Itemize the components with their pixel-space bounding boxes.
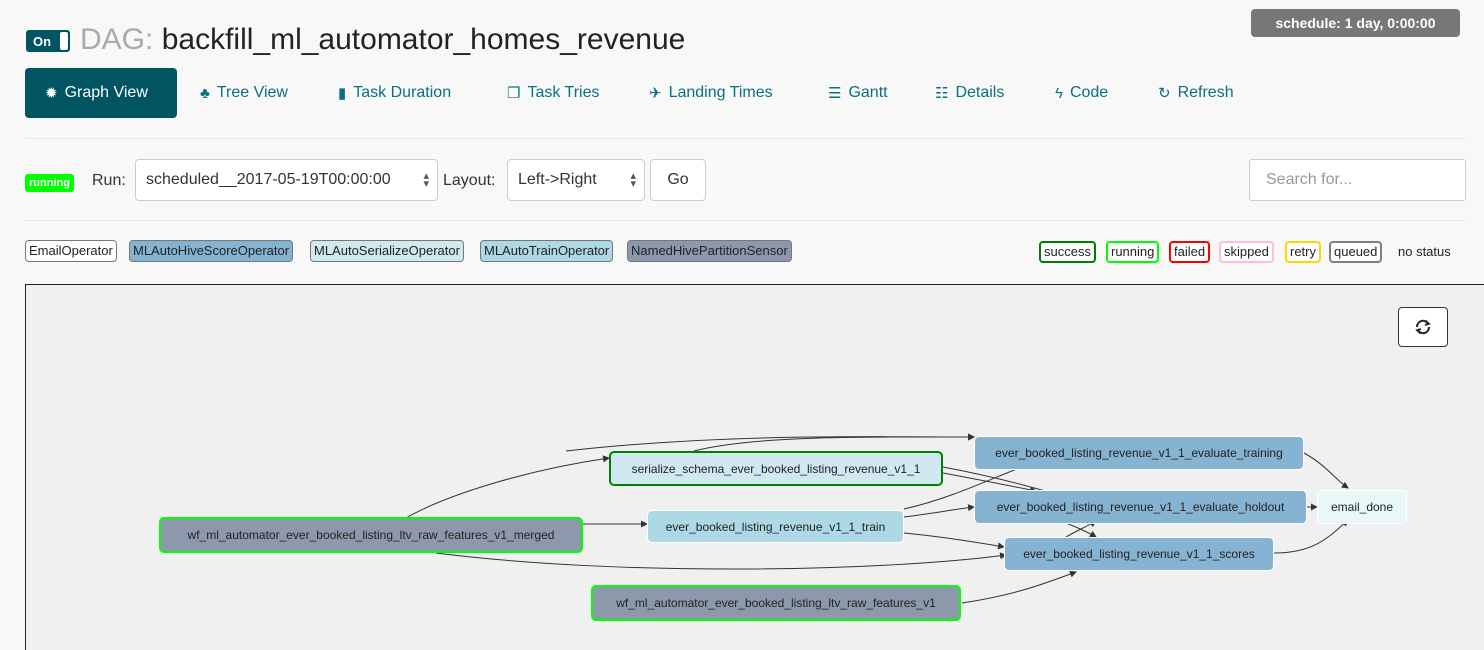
dag-toggle[interactable]: On — [26, 30, 70, 52]
state-badge-skipped: skipped — [1219, 241, 1274, 263]
graph-node-raw-features-merged[interactable]: wf_ml_automator_ever_booked_listing_ltv_… — [159, 517, 583, 553]
edge — [1273, 519, 1349, 554]
tab-details[interactable]: ☷ Details — [935, 68, 1004, 118]
tab-label: Details — [955, 84, 1005, 101]
refresh-icon — [1415, 319, 1431, 335]
select-arrows-icon: ▴▾ — [423, 170, 429, 190]
tab-label: Task Duration — [353, 84, 452, 101]
tab-label: Task Tries — [527, 84, 600, 101]
graph-node-email-done[interactable]: email_done — [1317, 490, 1407, 524]
operator-badge: MLAutoHiveScoreOperator — [129, 240, 294, 262]
edge — [903, 532, 1005, 550]
tab-label: Landing Times — [668, 84, 773, 101]
divider — [25, 138, 1466, 139]
run-select-value: scheduled__2017-05-19T00:00:00 — [146, 171, 391, 188]
dag-name: backfill_ml_automator_homes_revenue — [161, 23, 686, 56]
tab-label: Graph View — [64, 84, 148, 101]
toggle-knob[interactable] — [60, 32, 68, 50]
edge — [942, 472, 1037, 494]
dag-graph-canvas[interactable]: serialize_schema_ever_booked_listing_rev… — [25, 284, 1484, 650]
state-badge-running: running — [1106, 241, 1160, 263]
tree-icon: ♣ — [200, 84, 210, 102]
graph-edges — [405, 433, 1349, 604]
graph-node-train[interactable]: ever_booked_listing_revenue_v1_1_train — [647, 510, 904, 543]
edge — [961, 570, 1077, 604]
layout-label: Layout: — [443, 172, 496, 189]
toggle-label: On — [33, 33, 52, 49]
tab-gantt[interactable]: ☰ Gantt — [828, 68, 888, 118]
state-badge-queued: queued — [1329, 241, 1383, 263]
dag-prefix: DAG: — [80, 23, 154, 56]
asterisk-icon: ✹ — [45, 85, 58, 102]
tab-code[interactable]: ϟ Code — [1055, 68, 1108, 118]
graph-node-scores[interactable]: ever_booked_listing_revenue_v1_1_scores — [1004, 537, 1274, 571]
edge — [435, 552, 1007, 570]
tab-graph-view[interactable]: ✹ Graph View — [25, 68, 177, 118]
tab-task-duration[interactable]: ▮ Task Duration — [338, 68, 451, 118]
operator-badge: MLAutoTrainOperator — [480, 240, 614, 262]
graph-node-raw-features[interactable]: wf_ml_automator_ever_booked_listing_ltv_… — [591, 585, 961, 621]
graph-refresh-button[interactable] — [1398, 307, 1448, 347]
tab-landing-times[interactable]: ✈ Landing Times — [649, 68, 773, 118]
edge — [1303, 452, 1349, 489]
go-button[interactable]: Go — [650, 159, 706, 201]
edge — [565, 433, 975, 452]
layout-select-value: Left->Right — [518, 171, 597, 188]
graph-node-evaluate-holdout[interactable]: ever_booked_listing_revenue_v1_1_evaluat… — [974, 490, 1307, 524]
tab-task-tries[interactable]: ❐ Task Tries — [507, 68, 599, 118]
edge — [903, 504, 975, 518]
tab-label: Tree View — [216, 84, 288, 101]
operator-badge: MLAutoSerializeOperator — [310, 240, 464, 262]
edge — [405, 455, 610, 519]
tab-tree-view[interactable]: ♣ Tree View — [200, 68, 288, 118]
run-label: Run: — [92, 172, 126, 189]
layout-select[interactable]: Left->Right ▴▾ — [507, 159, 645, 201]
search-input[interactable] — [1249, 159, 1466, 201]
flash-icon: ϟ — [1055, 84, 1063, 102]
run-state-badge: running — [25, 174, 74, 192]
duplicate-icon: ❐ — [507, 85, 521, 102]
no-status-label: no status — [1398, 244, 1451, 259]
page-title: DAG: backfill_ml_automator_homes_revenue — [80, 22, 685, 58]
graph-node-evaluate-training[interactable]: ever_booked_listing_revenue_v1_1_evaluat… — [974, 436, 1304, 470]
operator-badge: NamedHivePartitionSensor — [627, 240, 792, 262]
tab-label: Code — [1069, 84, 1109, 101]
schedule-badge: schedule: 1 day, 0:00:00 — [1251, 9, 1460, 37]
operator-badge: EmailOperator — [25, 240, 117, 262]
state-badge-retry: retry — [1285, 241, 1321, 263]
divider — [25, 220, 1466, 221]
run-select[interactable]: scheduled__2017-05-19T00:00:00 ▴▾ — [135, 159, 438, 201]
tab-label: Gantt — [848, 84, 888, 101]
graph-node-serialize-schema[interactable]: serialize_schema_ever_booked_listing_rev… — [609, 451, 943, 486]
state-badge-success: success — [1039, 241, 1096, 263]
bar-chart-icon: ▮ — [338, 85, 347, 102]
align-left-icon: ☰ — [828, 85, 842, 102]
state-badge-failed: failed — [1169, 241, 1211, 263]
tab-label: Refresh — [1177, 84, 1234, 101]
refresh-icon: ↻ — [1158, 85, 1171, 102]
plane-icon: ✈ — [649, 85, 662, 102]
select-arrows-icon: ▴▾ — [630, 170, 636, 190]
tab-refresh[interactable]: ↻ Refresh — [1158, 68, 1234, 118]
list-icon: ☷ — [935, 85, 949, 102]
